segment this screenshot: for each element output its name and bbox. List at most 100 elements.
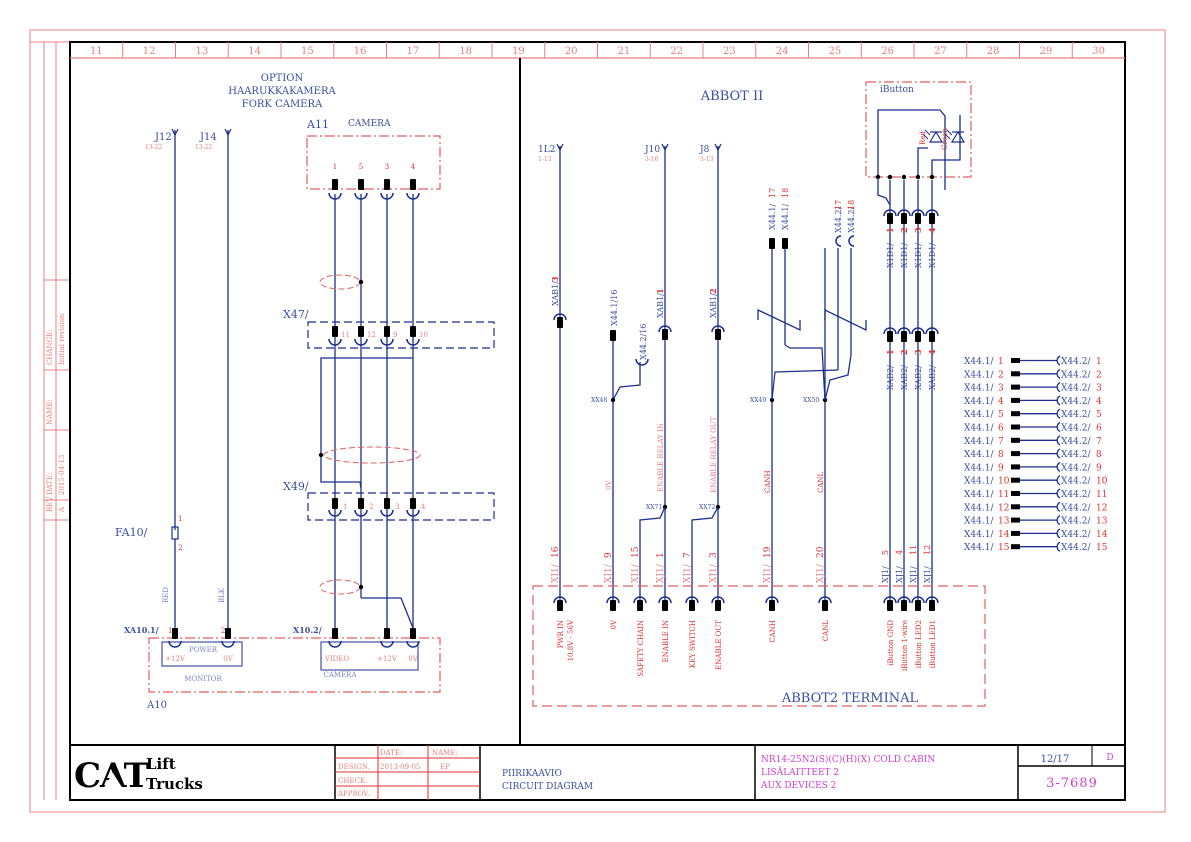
x47-connector-box [307,321,495,349]
pin-name: VIDEO [324,655,350,663]
x47-pin [332,326,338,337]
logo-lift: Lift [146,755,176,773]
x44-2-label: X44.2/ [1061,517,1091,527]
xj1-pin-number: 19 [763,546,773,558]
tb-name-header: NAME: [432,749,458,757]
xj1-pin-number: 5 [881,550,890,555]
power-group-box [161,641,243,667]
power-group-label: POWER [189,646,218,654]
x44-2-label: X44.2/ [1061,397,1091,407]
pin-name: 0V [408,655,418,663]
x1d1-pin [887,213,893,224]
x47-socket [406,338,420,346]
abbot-ii-schematic: ABBOT II1L21-13J103-16J83-13XAB1/3XAB1/1… [532,81,986,707]
x44-1-pin-number: 9 [998,463,1004,473]
x47-socket [328,338,342,346]
terminal-pin-name: ENABLE OUT [715,620,723,670]
tb-check-label: CHECK. [338,777,367,785]
abbot-title: ABBOT II [700,89,763,104]
grid-column-label: 18 [459,46,472,57]
led-diode-icon [950,130,966,143]
xj1-socket [633,596,647,604]
x44-1-pin [1011,517,1020,523]
x44-2-socket [1056,541,1061,552]
title-block: CATLiftTrucksDATE:NAME:DESIGN.2013-09-05… [74,745,1125,800]
x1d1-pin-number: 2 [899,227,909,233]
x44-2-pin-number: 5 [1096,410,1102,420]
terminal-pin-name: iButton LED2 [915,620,923,668]
title-english: CIRCUIT DIAGRAM [502,782,593,792]
x44-1-label: X44.1/ [964,543,994,553]
x1d1-pin-number: 3 [913,227,923,233]
x44-1-pin-number: 1 [998,357,1004,367]
x44-1-label: X44.1/ [964,517,994,527]
xj1-pin [822,600,828,611]
grid-column-label: 21 [618,46,631,57]
tb-date-header: DATE: [380,749,402,757]
x44-1-pin [1011,504,1020,510]
wire [824,354,852,401]
xa10-pin-block [225,628,231,639]
a11-pin-number: 1 [333,163,337,171]
x44-2-pin-number: 2 [1096,370,1102,380]
xj1-pin-number: 7 [683,552,693,558]
xab2-socket [911,327,925,335]
wire [771,369,839,401]
xab2-pin-number: 4 [927,349,937,355]
splice-dot [610,397,616,403]
shield-dot [318,452,324,458]
x1d1-socket [897,209,911,217]
x44-1-pin-number: 3 [998,384,1004,394]
xab2-label: XAB2/ [900,365,909,390]
x44-1-pin-number: 13 [998,517,1010,527]
x44-1-16-label: X44.1/16 [610,290,619,326]
xab1-pin-number: 1 [655,288,665,294]
x44-2-label: X44.2/ [847,206,856,233]
xab1-pin [715,329,721,340]
x49-socket [406,509,420,517]
x44-1-label: X44.1/ [964,463,994,473]
wire-safety-chain [639,506,666,600]
x44-2-socket [1056,421,1061,433]
terminal-pin-name: 10.8V - 56V [567,619,575,661]
x44-1-label: X44.1/ [964,384,994,394]
x49-socket [328,509,342,517]
drawing-number: 3-7689 [1046,776,1098,791]
xj1-socket [765,596,779,604]
abbot2-terminal-box [532,585,986,707]
wire [877,109,946,190]
logo-triangle-icon [103,773,123,789]
a11-pin [410,179,416,190]
x1d1-label: X1D1/ [900,243,909,268]
fuse-pin: 2 [178,544,182,552]
x10-pin-block [410,628,416,639]
xab2-socket [925,327,939,335]
x44-2-socket [1056,395,1061,406]
x44-2-label: X44.2/ [1061,490,1091,500]
terminal-pin-name: SAFETY CHAIN [637,620,645,677]
xj1-label: XJ1/ [683,563,693,583]
x44-2-socket [1056,448,1061,459]
xab1-pin [557,317,563,328]
x44-2-pin-number: 7 [1096,437,1102,447]
wire [931,115,961,177]
x44-1-label: X44.1/ [781,203,790,230]
fuse-pin: 1 [178,515,182,523]
splice-label: XX49 [750,397,766,404]
xj1-pin [887,600,893,611]
xab2-pin-number: 1 [885,349,895,355]
splice-label: XX71 [646,504,662,511]
ibutton-junction [901,174,907,180]
x1d1-pin-number: 1 [885,227,895,233]
x44-1-label: X44.1/ [964,357,994,367]
xab2-socket [883,327,897,335]
x44-1-label: X44.1/ [964,437,994,447]
x44-1-label: X44.1/ [768,203,777,230]
xj1-label: XJ1/ [923,566,932,583]
harness-ref: 3-13 [700,156,714,163]
led-ray-icon [944,133,951,140]
x44-1-pin-number: 17 [768,188,777,198]
xj1-label: XJ1/ [656,563,666,583]
shield-icon [319,274,361,290]
wire-label-enable-relay-in: ENABLE RELAY IN [657,423,665,492]
